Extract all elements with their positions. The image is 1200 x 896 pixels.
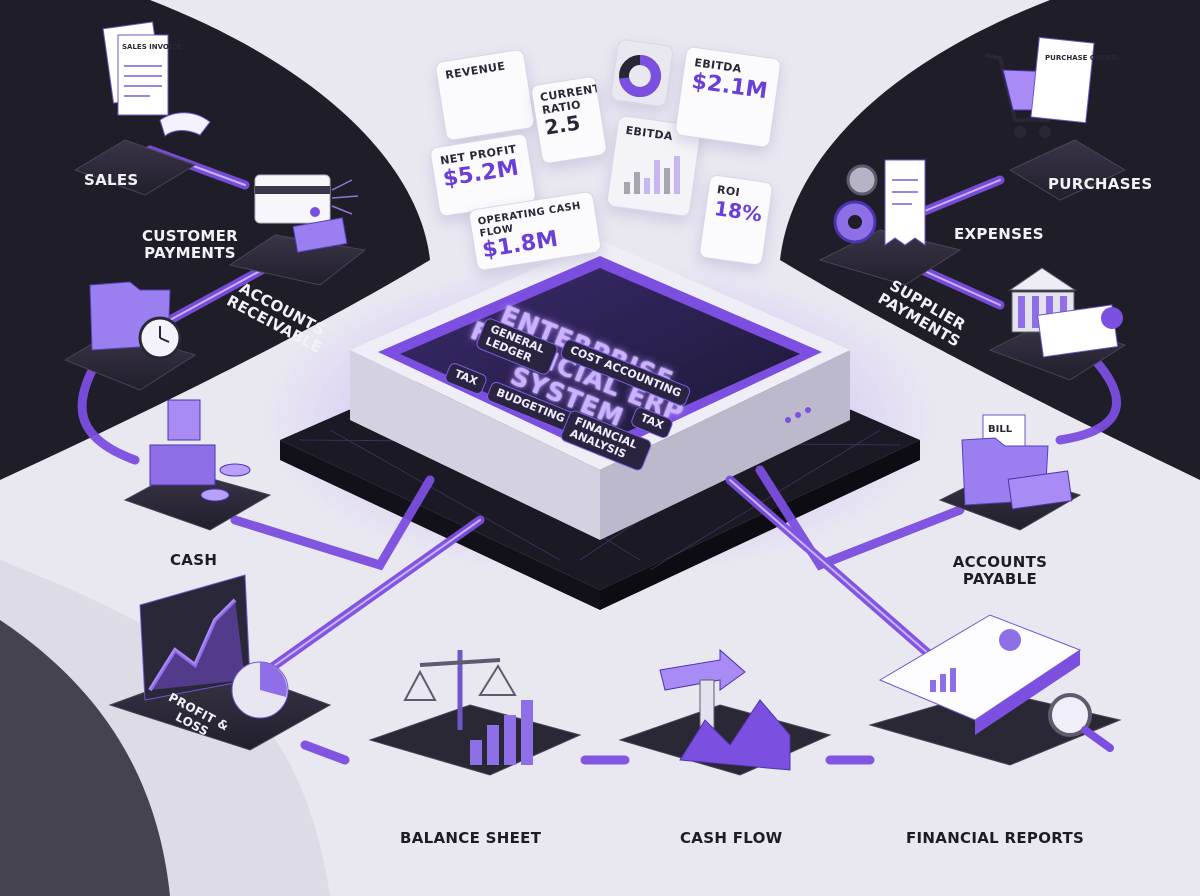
financial-report-book-icon — [878, 614, 1114, 752]
kpi-card-donut — [609, 38, 675, 108]
label-cash: CASH — [170, 551, 218, 569]
kpi-label: REVENUE — [444, 59, 507, 82]
kpi-value: 2.5 — [543, 110, 582, 140]
handshake-icon — [159, 112, 211, 137]
kpi-card-current-ratio: CURRENT RATIO 2.5 — [530, 75, 608, 165]
folder-clock-icon — [89, 281, 182, 360]
profit-loss-chart-icon — [139, 574, 289, 719]
label-cash-flow: CASH FLOW — [680, 829, 783, 847]
label-expenses: EXPENSES — [954, 225, 1044, 243]
svg-text:BILL: BILL — [988, 424, 1013, 435]
svg-text:SALES INVOICE: SALES INVOICE — [122, 43, 182, 51]
gears-receipt-icon — [833, 159, 926, 246]
cash-stack-icon — [149, 399, 251, 502]
sales-invoice-icon: SALES INVOICE — [102, 21, 211, 137]
kpi-card-revenue: REVENUE — [434, 48, 536, 142]
label-customer-payments: CUSTOMER PAYMENTS — [141, 227, 239, 263]
kpi-card-ebitda: EBITDA $2.1M — [674, 45, 782, 149]
donut-chart — [619, 55, 661, 97]
label-sales: SALES — [84, 171, 139, 189]
label-balance-sheet: BALANCE SHEET — [400, 829, 542, 847]
bank-check-icon — [1008, 267, 1123, 358]
cash-flow-arrows-icon — [659, 648, 791, 771]
cash-note-icon — [292, 217, 348, 253]
svg-text:PURCHASE ORDER: PURCHASE ORDER — [1045, 54, 1118, 62]
bill-folder-icon: BILL — [961, 414, 1073, 510]
kpi-value: 18% — [712, 195, 764, 227]
balance-scale-icon — [403, 650, 533, 765]
label-accounts-payable: ACCOUNTS PAYABLE — [952, 553, 1048, 589]
kpi-card-roi: ROI 18% — [698, 173, 774, 267]
shopping-cart-icon: PURCHASE ORDER — [984, 36, 1118, 138]
credit-card-icon — [254, 174, 359, 253]
label-financial-reports: FINANCIAL REPORTS — [906, 829, 1085, 847]
label-purchases: PURCHASES — [1048, 175, 1153, 193]
